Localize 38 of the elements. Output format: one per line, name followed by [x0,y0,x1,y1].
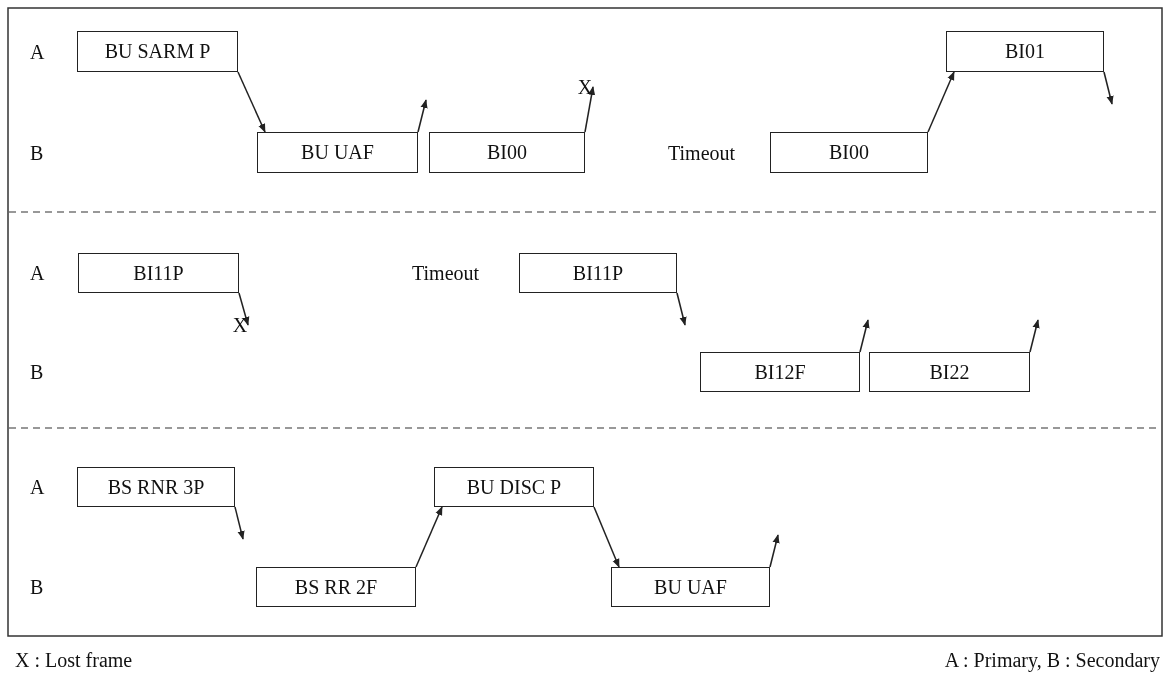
frame-arrow [415,506,443,568]
frame-box: BS RR 2F [256,567,416,607]
frame-box: BU SARM P [77,31,238,72]
frame-box: BI00 [429,132,585,173]
timeout-label: Timeout [412,263,480,283]
frame-box: BI01 [946,31,1104,72]
row-label: B [30,362,44,382]
row-label: A [30,263,45,283]
frame-box: BI00 [770,132,928,173]
frame-arrow [417,99,428,133]
frame-arrow [593,506,620,568]
note-text: A : Primary, B : Secondary [944,650,1160,670]
frame-arrow [676,292,687,326]
timeout-label: Timeout [668,143,736,163]
note-text: X : Lost frame [15,650,133,670]
row-label: B [30,577,44,597]
frame-arrow [927,71,955,133]
frame-arrow [234,506,245,540]
frame-box: BU UAF [257,132,418,173]
frame-box: BI12F [700,352,860,392]
frame-arrow [1029,319,1040,353]
row-label: A [30,477,45,497]
frame-arrow [584,86,596,133]
frame-arrow [238,292,250,326]
lost-frame-mark: X [577,76,593,98]
row-label: B [30,143,44,163]
frame-arrow [237,71,266,133]
frame-arrow [1103,71,1114,105]
frame-box: BS RNR 3P [77,467,235,507]
frame-arrow [859,319,870,353]
row-label: A [30,42,45,62]
frame-box: BI11P [78,253,239,293]
lost-frame-mark: X [232,314,248,336]
frame-box: BI11P [519,253,677,293]
frame-box: BU UAF [611,567,770,607]
frame-box: BU DISC P [434,467,594,507]
frame-arrow [769,534,780,568]
frame-box: BI22 [869,352,1030,392]
